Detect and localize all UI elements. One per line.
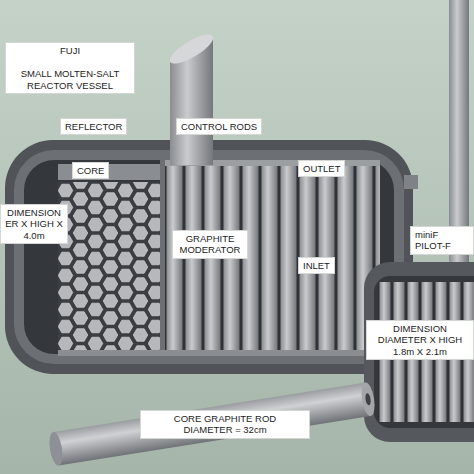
label-text: OUTLET xyxy=(303,163,340,174)
rod-body xyxy=(53,382,370,465)
label-text: SMALL MOLTEN-SALT REACTOR VESSEL xyxy=(10,68,130,91)
label-text: INLET xyxy=(303,260,330,271)
rod-end xyxy=(47,431,64,466)
label-text: miniF PILOT-F xyxy=(415,229,469,252)
label-text: FUJI xyxy=(10,45,130,56)
label-box: REFLECTOR xyxy=(60,118,127,135)
label-box: OUTLET xyxy=(298,160,345,177)
label-box: CONTROL RODS xyxy=(176,118,262,135)
rod-end xyxy=(359,382,376,417)
graphite-rod xyxy=(47,382,376,467)
label-text: CORE GRAPHITE ROD xyxy=(145,413,305,424)
hex-core xyxy=(58,182,160,350)
label-text: DIAMETER = 32cm xyxy=(145,424,305,435)
mini-vessel-shell xyxy=(364,262,474,442)
label-box: CORE xyxy=(72,162,109,179)
graphite-columns xyxy=(165,164,380,350)
label-text: DIMENSION xyxy=(371,323,469,334)
label-text: DIAMETER X HIGH 1.8m X 2.1m xyxy=(371,334,469,357)
label-box: miniF PILOT-F xyxy=(410,226,474,255)
label-box: GRAPHITE MODERATOR xyxy=(172,230,248,259)
label-box: INLET xyxy=(298,257,335,274)
label-text: CONTROL RODS xyxy=(181,121,257,132)
core-divider xyxy=(160,160,165,356)
label-text: ER X HIGH X 4.0m xyxy=(5,218,63,241)
label-text: REFLECTOR xyxy=(65,121,122,132)
label-box: CORE GRAPHITE RODDIAMETER = 32cm xyxy=(140,410,310,439)
label-box: FUJI SMALL MOLTEN-SALT REACTOR VESSEL xyxy=(5,42,135,94)
label-text: DIMENSION xyxy=(5,207,63,218)
vessel-cavity xyxy=(24,160,394,354)
vessel-cut-face xyxy=(14,150,404,364)
vessel-shell xyxy=(5,140,413,374)
bottom-reflector xyxy=(58,350,380,356)
label-box: DIMENSIONDIAMETER X HIGH 1.8m X 2.1m xyxy=(366,320,474,360)
rod-hole xyxy=(365,393,372,406)
label-box: DIMENSIONER X HIGH X 4.0m xyxy=(0,204,68,244)
outlet-nozzle xyxy=(404,175,418,189)
label-text: CORE xyxy=(77,165,104,176)
control-rod-top xyxy=(166,29,217,68)
label-text: GRAPHITE MODERATOR xyxy=(177,233,243,256)
